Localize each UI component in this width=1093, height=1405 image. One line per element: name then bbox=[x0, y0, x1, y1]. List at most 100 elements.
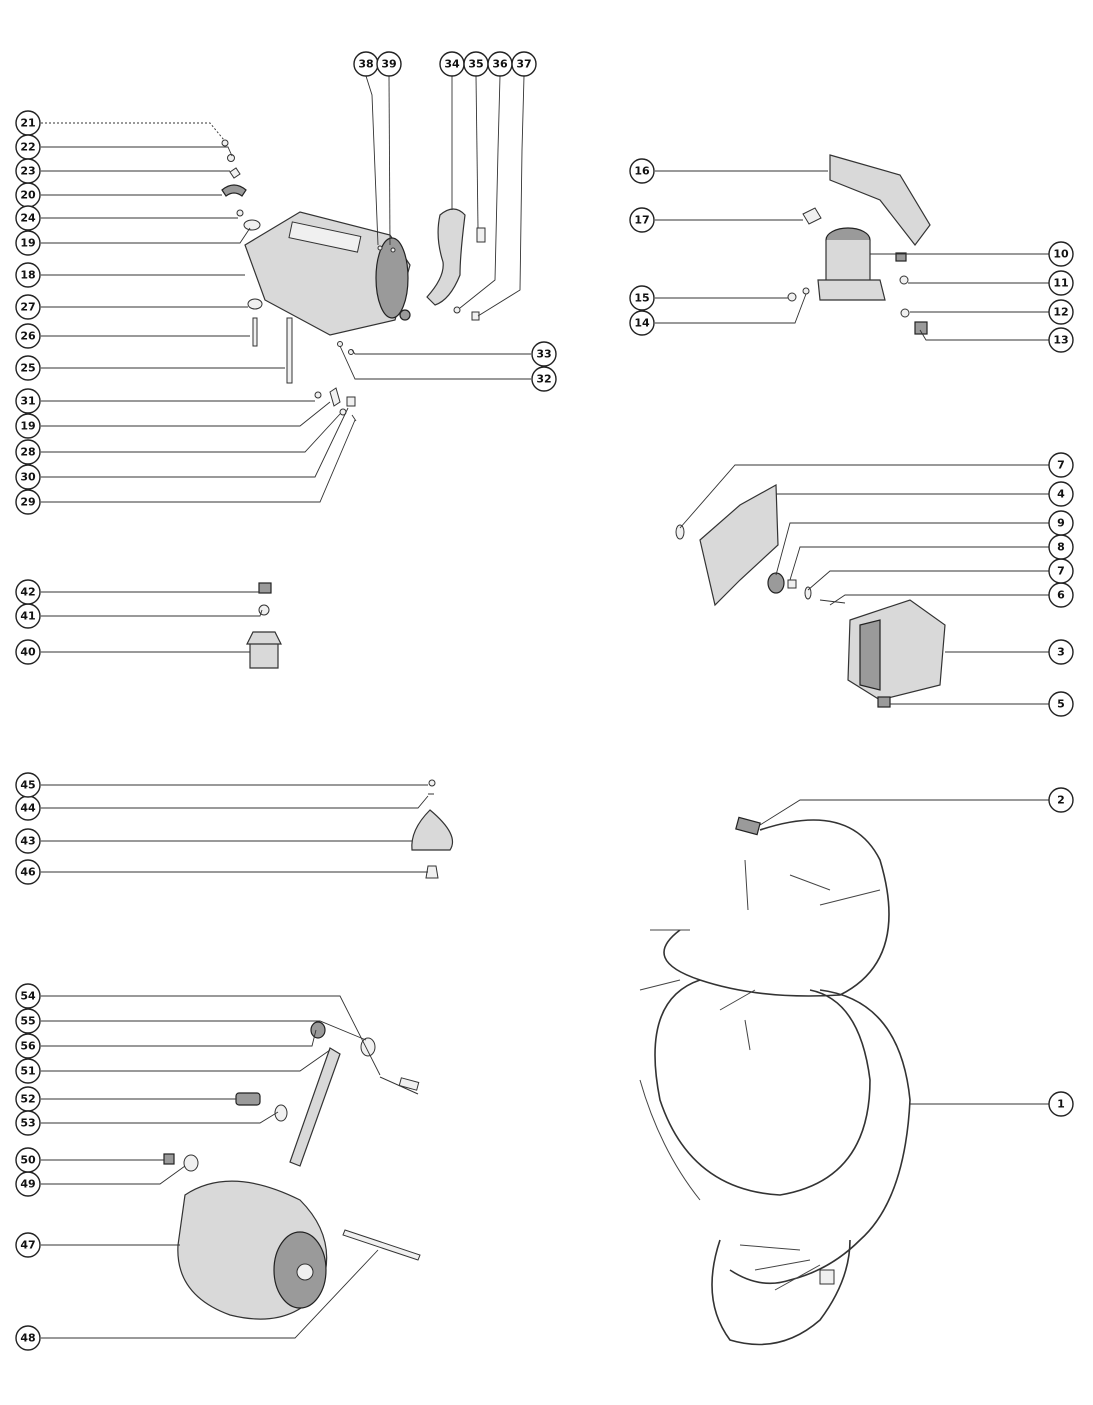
callout-number: 15 bbox=[634, 292, 649, 305]
callout-circle bbox=[15, 1110, 41, 1136]
callout-6: 6 bbox=[1048, 582, 1074, 608]
callout-18: 18 bbox=[15, 262, 41, 288]
callout-circle bbox=[376, 51, 402, 77]
callout-circle bbox=[15, 1325, 41, 1351]
callout-circle bbox=[15, 859, 41, 885]
callout-22: 22 bbox=[15, 134, 41, 160]
callout-31: 31 bbox=[15, 388, 41, 414]
callout-circle bbox=[15, 1008, 41, 1034]
callout-39: 39 bbox=[376, 51, 402, 77]
callout-number: 3 bbox=[1057, 646, 1065, 659]
callout-number: 40 bbox=[20, 646, 36, 659]
callout-circle bbox=[1048, 327, 1074, 353]
callout-circle bbox=[15, 413, 41, 439]
callout-number: 46 bbox=[20, 866, 36, 879]
callout-circle bbox=[629, 158, 655, 184]
boot-drawing bbox=[411, 809, 454, 851]
callout-circle bbox=[15, 464, 41, 490]
callout-circle bbox=[1048, 787, 1074, 813]
callout-52: 52 bbox=[15, 1086, 41, 1112]
callout-36: 36 bbox=[487, 51, 513, 77]
callout-24: 24 bbox=[15, 205, 41, 231]
callout-7: 7 bbox=[1048, 452, 1074, 478]
callout-number: 43 bbox=[20, 835, 35, 848]
callout-number: 6 bbox=[1057, 589, 1065, 602]
callout-number: 28 bbox=[20, 446, 35, 459]
callout-number: 26 bbox=[20, 330, 36, 343]
callout-8: 8 bbox=[1048, 534, 1074, 560]
callout-circle bbox=[1048, 639, 1074, 665]
callout-number: 29 bbox=[20, 496, 35, 509]
regulator-drawing bbox=[847, 599, 946, 701]
callout-30: 30 bbox=[15, 464, 41, 490]
callout-11: 11 bbox=[1048, 270, 1074, 296]
callout-number: 36 bbox=[492, 58, 508, 71]
callout-15: 15 bbox=[629, 285, 655, 311]
callout-47: 47 bbox=[15, 1232, 41, 1258]
callout-number: 18 bbox=[20, 269, 35, 282]
callout-number: 17 bbox=[634, 214, 649, 227]
callout-number: 33 bbox=[536, 348, 551, 361]
callout-28: 28 bbox=[15, 439, 41, 465]
callout-37: 37 bbox=[511, 51, 537, 77]
leader-lines bbox=[41, 75, 1049, 1339]
callout-46: 46 bbox=[15, 859, 41, 885]
callout-number: 14 bbox=[634, 317, 650, 330]
nut-drawing bbox=[258, 582, 272, 594]
callouts: 1234567789101112131415161718191920212223… bbox=[15, 51, 1074, 1351]
callout-27: 27 bbox=[15, 294, 41, 320]
callout-circle bbox=[15, 489, 41, 515]
callout-circle bbox=[15, 772, 41, 798]
callout-29: 29 bbox=[15, 489, 41, 515]
callout-13: 13 bbox=[1048, 327, 1074, 353]
sender-drawing bbox=[246, 631, 282, 669]
callout-number: 47 bbox=[20, 1239, 35, 1252]
callout-5: 5 bbox=[1048, 691, 1074, 717]
callout-9: 9 bbox=[1048, 510, 1074, 536]
callout-circle bbox=[531, 366, 557, 392]
callout-number: 24 bbox=[20, 212, 36, 225]
callout-number: 55 bbox=[20, 1015, 35, 1028]
callout-number: 32 bbox=[536, 373, 551, 386]
callout-number: 12 bbox=[1053, 306, 1068, 319]
callout-55: 55 bbox=[15, 1008, 41, 1034]
callout-number: 22 bbox=[20, 141, 35, 154]
callout-33: 33 bbox=[531, 341, 557, 367]
callout-1: 1 bbox=[1048, 1091, 1074, 1117]
callout-10: 10 bbox=[1048, 241, 1074, 267]
callout-35: 35 bbox=[463, 51, 489, 77]
callout-number: 38 bbox=[358, 58, 373, 71]
alternator-bolt-drawing bbox=[342, 1229, 421, 1261]
callout-number: 52 bbox=[20, 1093, 35, 1106]
callout-number: 10 bbox=[1053, 248, 1069, 261]
callout-number: 4 bbox=[1057, 488, 1065, 501]
callout-circle bbox=[531, 341, 557, 367]
bracket-drawing bbox=[426, 208, 466, 306]
callout-circle bbox=[15, 579, 41, 605]
starter-motor-drawing bbox=[244, 211, 411, 336]
callout-circle bbox=[1048, 1091, 1074, 1117]
callout-number: 30 bbox=[20, 471, 36, 484]
callout-3: 3 bbox=[1048, 639, 1074, 665]
callout-number: 54 bbox=[20, 990, 36, 1003]
callout-number: 2 bbox=[1057, 794, 1065, 807]
callout-circle bbox=[511, 51, 537, 77]
callout-12: 12 bbox=[1048, 299, 1074, 325]
callout-number: 11 bbox=[1053, 277, 1068, 290]
callout-45: 45 bbox=[15, 772, 41, 798]
solenoid-drawing bbox=[817, 227, 886, 301]
callout-number: 7 bbox=[1057, 459, 1065, 472]
callout-19: 19 bbox=[15, 230, 41, 256]
callout-circle bbox=[629, 310, 655, 336]
alternator-drawing bbox=[177, 1180, 328, 1320]
callout-number: 23 bbox=[20, 165, 35, 178]
wiring-harness-drawing bbox=[639, 816, 911, 1346]
callout-34: 34 bbox=[439, 51, 465, 77]
callout-number: 16 bbox=[634, 165, 650, 178]
callout-number: 56 bbox=[20, 1040, 36, 1053]
callout-number: 42 bbox=[20, 586, 35, 599]
adjusting-arm-drawing bbox=[289, 1047, 341, 1167]
callout-number: 49 bbox=[20, 1178, 35, 1191]
callout-51: 51 bbox=[15, 1058, 41, 1084]
regulator-bracket-drawing bbox=[699, 483, 779, 607]
